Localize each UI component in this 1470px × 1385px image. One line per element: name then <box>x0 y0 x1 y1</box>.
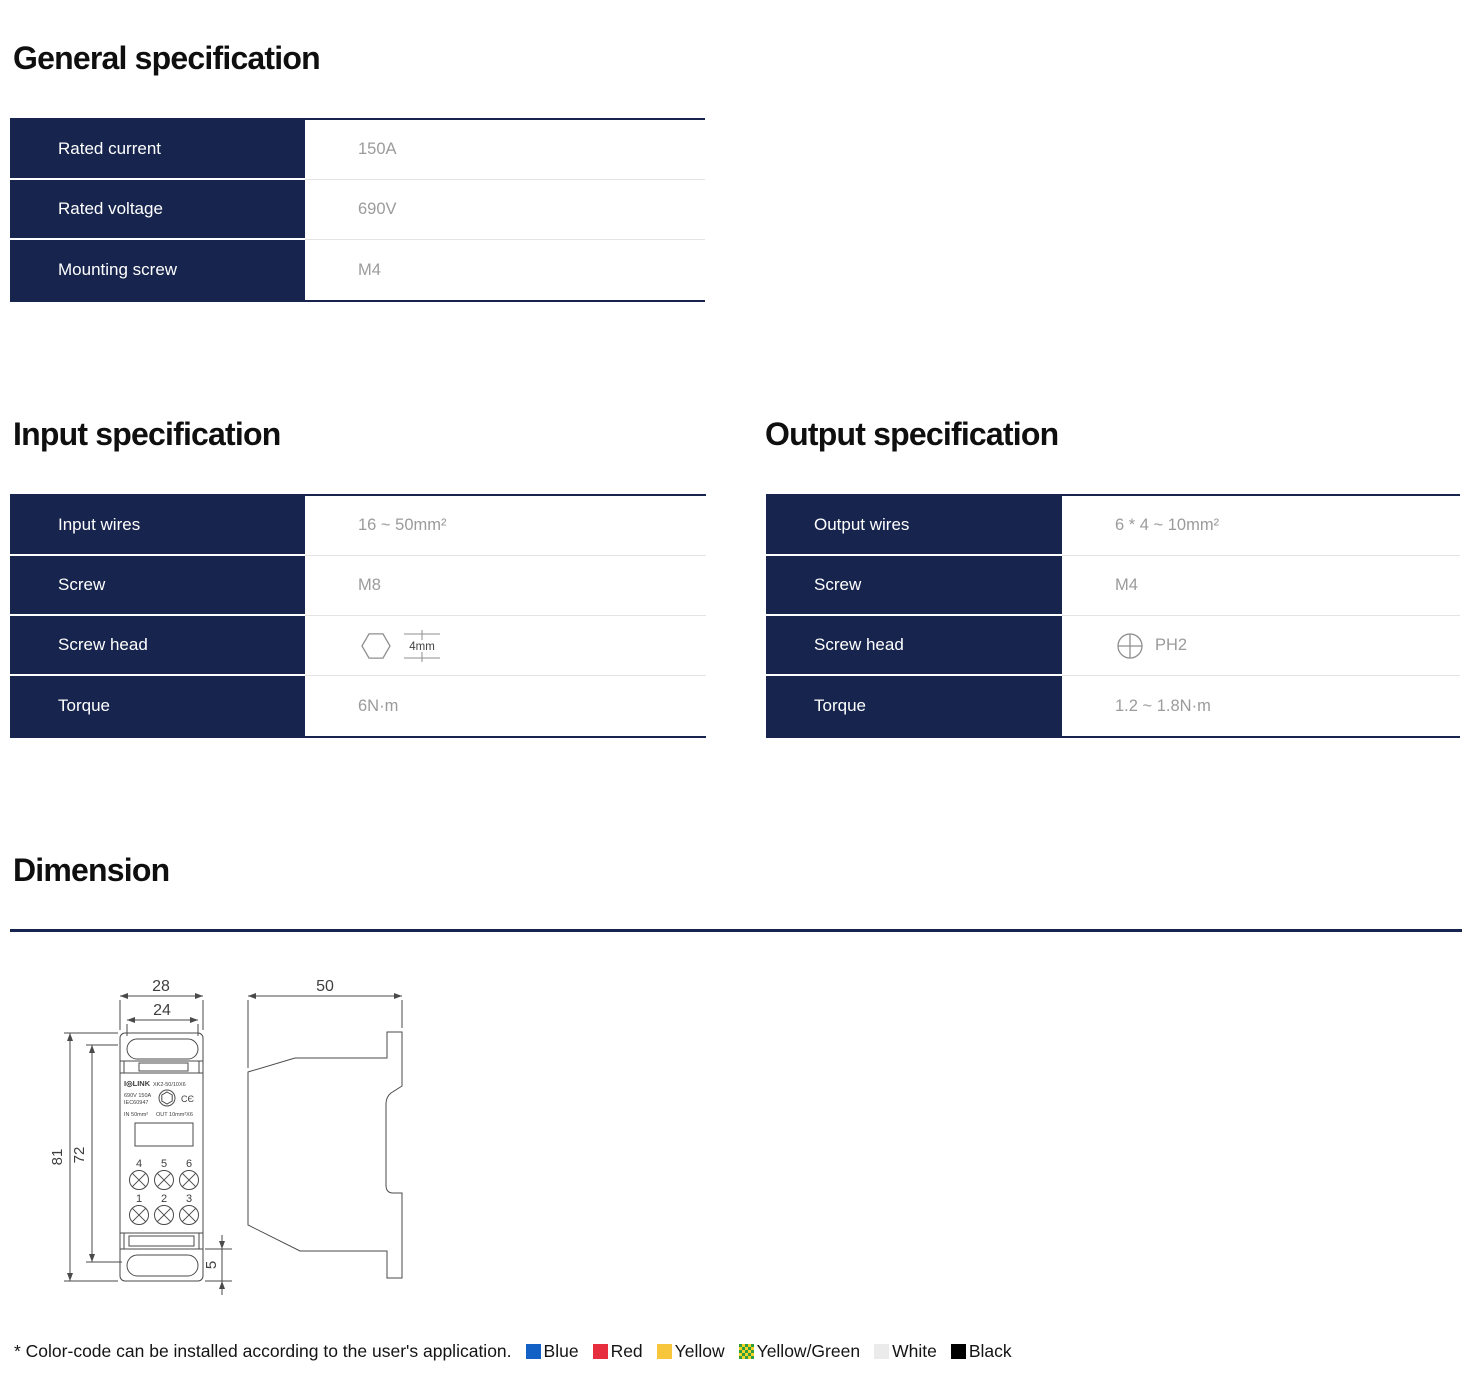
swatch-label: Yellow <box>674 1341 725 1361</box>
table-row: Screw M4 <box>766 556 1460 616</box>
table-row: Screw head 4mm <box>10 616 706 676</box>
color-code-note: * Color-code can be installed according … <box>14 1341 1012 1362</box>
terminal-screws-bottom <box>129 1205 199 1225</box>
out-rating-label: OUT 10mm²X6 <box>156 1112 193 1118</box>
input-spec-table: Input wires 16 ~ 50mm² Screw M8 Screw he… <box>10 494 706 738</box>
row-value: M8 <box>305 556 706 616</box>
terminal-number: 6 <box>186 1158 192 1170</box>
row-label: Screw head <box>766 616 1062 676</box>
rating-line2: IEC60947 <box>124 1100 148 1106</box>
row-label: Output wires <box>766 496 1062 556</box>
table-row: Screw head PH2 <box>766 616 1460 676</box>
hex-socket-icon: 4mm <box>361 629 440 662</box>
table-row: Rated voltage 690V <box>10 180 705 240</box>
terminal-number: 4 <box>136 1158 142 1170</box>
row-value: 6N·m <box>358 696 399 715</box>
row-value: 6 * 4 ~ 10mm² <box>1062 496 1460 556</box>
table-row: Output wires 6 * 4 ~ 10mm² <box>766 496 1460 556</box>
yellow-swatch <box>656 1344 672 1359</box>
front-outer-width-dim: 28 <box>152 978 170 995</box>
table-row: Mounting screw M4 <box>10 240 705 300</box>
swatch-label: White <box>892 1341 937 1361</box>
terminal-number: 5 <box>161 1158 167 1170</box>
output-spec-heading: Output specification <box>765 416 1059 452</box>
table-row: Torque 1.2 ~ 1.8N·m <box>766 676 1460 736</box>
row-label: Screw <box>10 556 305 616</box>
swatch-label: Black <box>968 1341 1012 1361</box>
terminal-number: 1 <box>136 1193 142 1205</box>
row-label: Rated voltage <box>10 180 305 240</box>
table-row: Screw M8 <box>10 556 706 616</box>
row-value: 16 ~ 50mm² <box>305 496 706 556</box>
row-value: M4 <box>358 260 381 279</box>
in-rating-label: IN 50mm² <box>124 1112 148 1118</box>
dimension-drawing: 28 24 81 72 5 50 I◎LINK XK2-50/10X6 690V… <box>49 978 403 1295</box>
swatch-label: Yellow/Green <box>756 1341 861 1361</box>
row-label: Rated current <box>10 120 305 180</box>
red-swatch <box>592 1344 608 1359</box>
row-value: M4 <box>1062 556 1460 616</box>
terminal-number: 2 <box>161 1193 167 1205</box>
side-view <box>247 993 403 1279</box>
model-label: XK2-50/10X6 <box>153 1082 186 1088</box>
row-value: 4mm <box>305 616 706 676</box>
brand-logo: I◎LINK <box>124 1079 151 1088</box>
terminal-number: 3 <box>186 1193 192 1205</box>
yellow-green-swatch <box>738 1344 754 1359</box>
screw-head-value: PH2 <box>1155 636 1188 654</box>
general-spec-table: Rated current 150A Rated voltage 690V Mo… <box>10 118 705 302</box>
ce-mark: CЄ <box>181 1094 194 1104</box>
note-text: * Color-code can be installed according … <box>14 1341 512 1361</box>
row-label: Torque <box>10 676 305 736</box>
side-width-dim: 50 <box>316 978 334 995</box>
terminal-screws-top <box>129 1170 199 1190</box>
row-label: Torque <box>766 676 1062 736</box>
section-divider <box>10 929 1462 932</box>
rating-line1: 690V 150A <box>124 1093 152 1099</box>
row-value: 150A <box>305 120 705 180</box>
front-view <box>64 993 232 1295</box>
dimension-heading: Dimension <box>13 852 170 888</box>
swatch-label: Red <box>610 1341 643 1361</box>
front-bottom-dim: 5 <box>203 1261 220 1269</box>
row-label: Screw head <box>10 616 305 676</box>
front-inner-width-dim: 24 <box>153 1002 171 1019</box>
front-outer-height-dim: 81 <box>49 1149 66 1166</box>
general-spec-heading: General specification <box>13 40 321 76</box>
row-value: 690V <box>305 180 705 240</box>
white-swatch <box>874 1344 890 1359</box>
table-row: Torque 6N·m <box>10 676 706 736</box>
input-spec-heading: Input specification <box>13 416 281 452</box>
front-inner-height-dim: 72 <box>71 1147 88 1164</box>
row-label: Input wires <box>10 496 305 556</box>
table-row: Rated current 150A <box>10 120 705 180</box>
black-swatch <box>950 1344 966 1359</box>
output-spec-table: Output wires 6 * 4 ~ 10mm² Screw M4 Scre… <box>766 494 1460 738</box>
table-row: Input wires 16 ~ 50mm² <box>10 496 706 556</box>
phillips-icon <box>1117 632 1143 659</box>
swatch-label: Blue <box>543 1341 579 1361</box>
blue-swatch <box>525 1344 541 1359</box>
row-value: PH2 <box>1062 616 1460 676</box>
row-label: Screw <box>766 556 1062 616</box>
row-value: 1.2 ~ 1.8N·m <box>1115 696 1211 715</box>
hex-dim-label: 4mm <box>409 641 435 653</box>
row-label: Mounting screw <box>10 240 305 300</box>
